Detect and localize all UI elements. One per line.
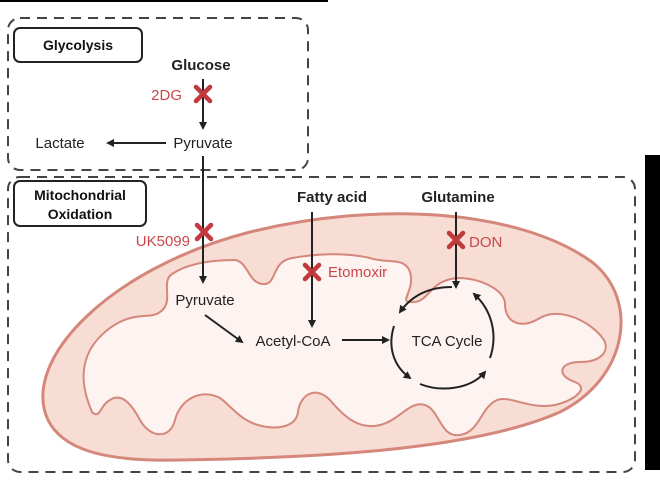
glucose-label: Glucose xyxy=(171,57,230,74)
lactate-label: Lactate xyxy=(35,135,84,152)
glycolysis-region xyxy=(7,17,309,171)
right-bar xyxy=(645,155,660,470)
mitochondrion xyxy=(41,212,623,462)
block-x-icon xyxy=(302,262,322,282)
mito-label-box xyxy=(13,180,147,227)
acetyl-coa-label: Acetyl-CoA xyxy=(255,333,330,350)
inhibitor-don: DON xyxy=(469,234,502,251)
inhibitor-2dg: 2DG xyxy=(151,87,182,104)
pyruvate-to-acetylcoa-arrow xyxy=(204,314,244,344)
tca-cycle-label: TCA Cycle xyxy=(412,333,483,350)
mito-oxidation-region xyxy=(7,176,636,473)
block-x-icon xyxy=(194,222,214,242)
pyruvate-mito-label: Pyruvate xyxy=(175,292,234,309)
fatty-acid-label: Fatty acid xyxy=(297,189,367,206)
tca-cycle-arrows xyxy=(390,286,495,390)
pyruvate-cytosol-label: Pyruvate xyxy=(173,135,232,152)
block-x-icon xyxy=(446,230,466,250)
inhibitor-uk5099: UK5099 xyxy=(136,233,190,250)
block-x-icon xyxy=(193,84,213,104)
mito-label-line2: Oxidation xyxy=(48,206,113,222)
glycolysis-label: Glycolysis xyxy=(43,37,113,53)
glutamine-label: Glutamine xyxy=(421,189,494,206)
inhibitor-etomoxir: Etomoxir xyxy=(328,264,387,281)
top-rule xyxy=(0,0,328,2)
glycolysis-label-box xyxy=(13,27,143,63)
mito-label-line1: Mitochondrial xyxy=(34,187,126,203)
